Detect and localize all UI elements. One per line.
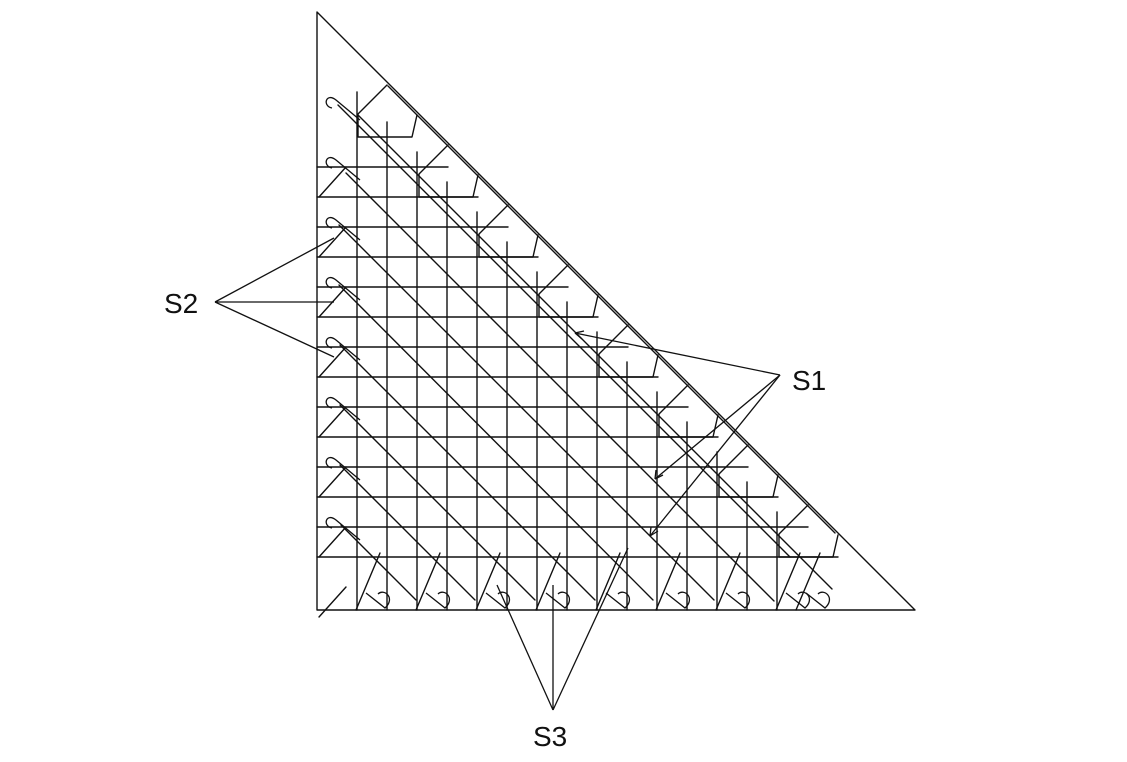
left-hook <box>325 216 361 241</box>
bottom-hook <box>545 591 571 609</box>
bottom-hook <box>425 591 451 609</box>
edge-stirrup <box>357 84 418 138</box>
diagonal-bars-group <box>337 85 836 602</box>
bottom-hook <box>805 591 831 609</box>
diagonal-bar <box>387 85 836 534</box>
s1-leaders <box>574 330 781 537</box>
diagonal-bar <box>338 224 715 601</box>
bottom-hook-leg <box>415 552 441 611</box>
diagonal-bar <box>339 344 596 601</box>
bottom-hook-leg <box>655 552 681 611</box>
bottom-hook-leg <box>595 552 621 611</box>
bottom-hook-leg <box>355 552 381 611</box>
edge-stirrup <box>418 144 479 198</box>
horizontal-bars-group <box>316 166 839 558</box>
bottom-hook-leg <box>775 552 801 611</box>
label-s2: S2 <box>164 288 198 319</box>
bottom-hook-leg <box>475 552 501 611</box>
diagonal-bar <box>345 172 775 602</box>
bottom-hook <box>785 591 811 609</box>
s1-leader-3 <box>649 374 781 537</box>
left-hook-leg <box>318 586 347 618</box>
bottom-hooks-group <box>355 552 831 611</box>
bottom-hook <box>365 591 391 609</box>
left-hook <box>325 276 361 301</box>
s2-leaders <box>214 237 335 358</box>
bottom-hook-leg <box>715 552 741 611</box>
bottom-hook <box>725 591 751 609</box>
s3-leader-3 <box>552 547 629 711</box>
left-hook <box>325 516 361 541</box>
edge-stirrup <box>718 444 779 498</box>
s1-leader-1 <box>574 332 781 376</box>
diagonal-bar <box>339 464 476 601</box>
s2-leader-1 <box>214 237 335 303</box>
bottom-hook-leg <box>535 552 561 611</box>
diagonal-bar <box>339 404 536 601</box>
diagonal-bar <box>338 284 654 601</box>
s1-arrow-1 <box>574 330 585 340</box>
left-hook <box>325 456 361 481</box>
triangle-outline <box>316 11 916 611</box>
edge-stirrups-group <box>357 84 839 558</box>
vertical-bars-group <box>356 91 778 611</box>
s3-leaders <box>496 547 629 711</box>
left-hook <box>325 156 361 181</box>
left-hook <box>325 96 361 121</box>
bottom-hook <box>605 591 631 609</box>
left-hook-leg <box>318 346 347 378</box>
left-hook-leg <box>318 406 347 438</box>
bottom-hook-leg <box>795 552 821 611</box>
s1-leader-2 <box>654 374 781 480</box>
left-hook <box>325 396 361 421</box>
left-hook-leg <box>318 526 347 558</box>
edge-stirrup <box>478 204 539 258</box>
edge-stirrup <box>658 384 719 438</box>
left-hook <box>325 336 361 361</box>
edge-stirrup <box>598 324 659 378</box>
left-hook-leg <box>318 226 347 258</box>
s3-leader-1 <box>496 584 554 711</box>
s1-arrow-3 <box>649 526 659 537</box>
s2-leader-3 <box>214 301 335 358</box>
left-hook-leg <box>318 166 347 198</box>
bottom-hook <box>665 591 691 609</box>
label-s1: S1 <box>792 365 826 396</box>
diagonal-bar <box>357 114 833 590</box>
s1-arrow-2 <box>654 469 664 480</box>
left-hook-leg <box>318 466 347 498</box>
label-s3: S3 <box>533 721 567 752</box>
edge-stirrup <box>538 264 599 318</box>
edge-stirrup <box>778 504 839 558</box>
diagonal-bar <box>337 104 791 558</box>
left-hooks-group <box>318 96 361 618</box>
diagonal-bar <box>340 524 417 601</box>
